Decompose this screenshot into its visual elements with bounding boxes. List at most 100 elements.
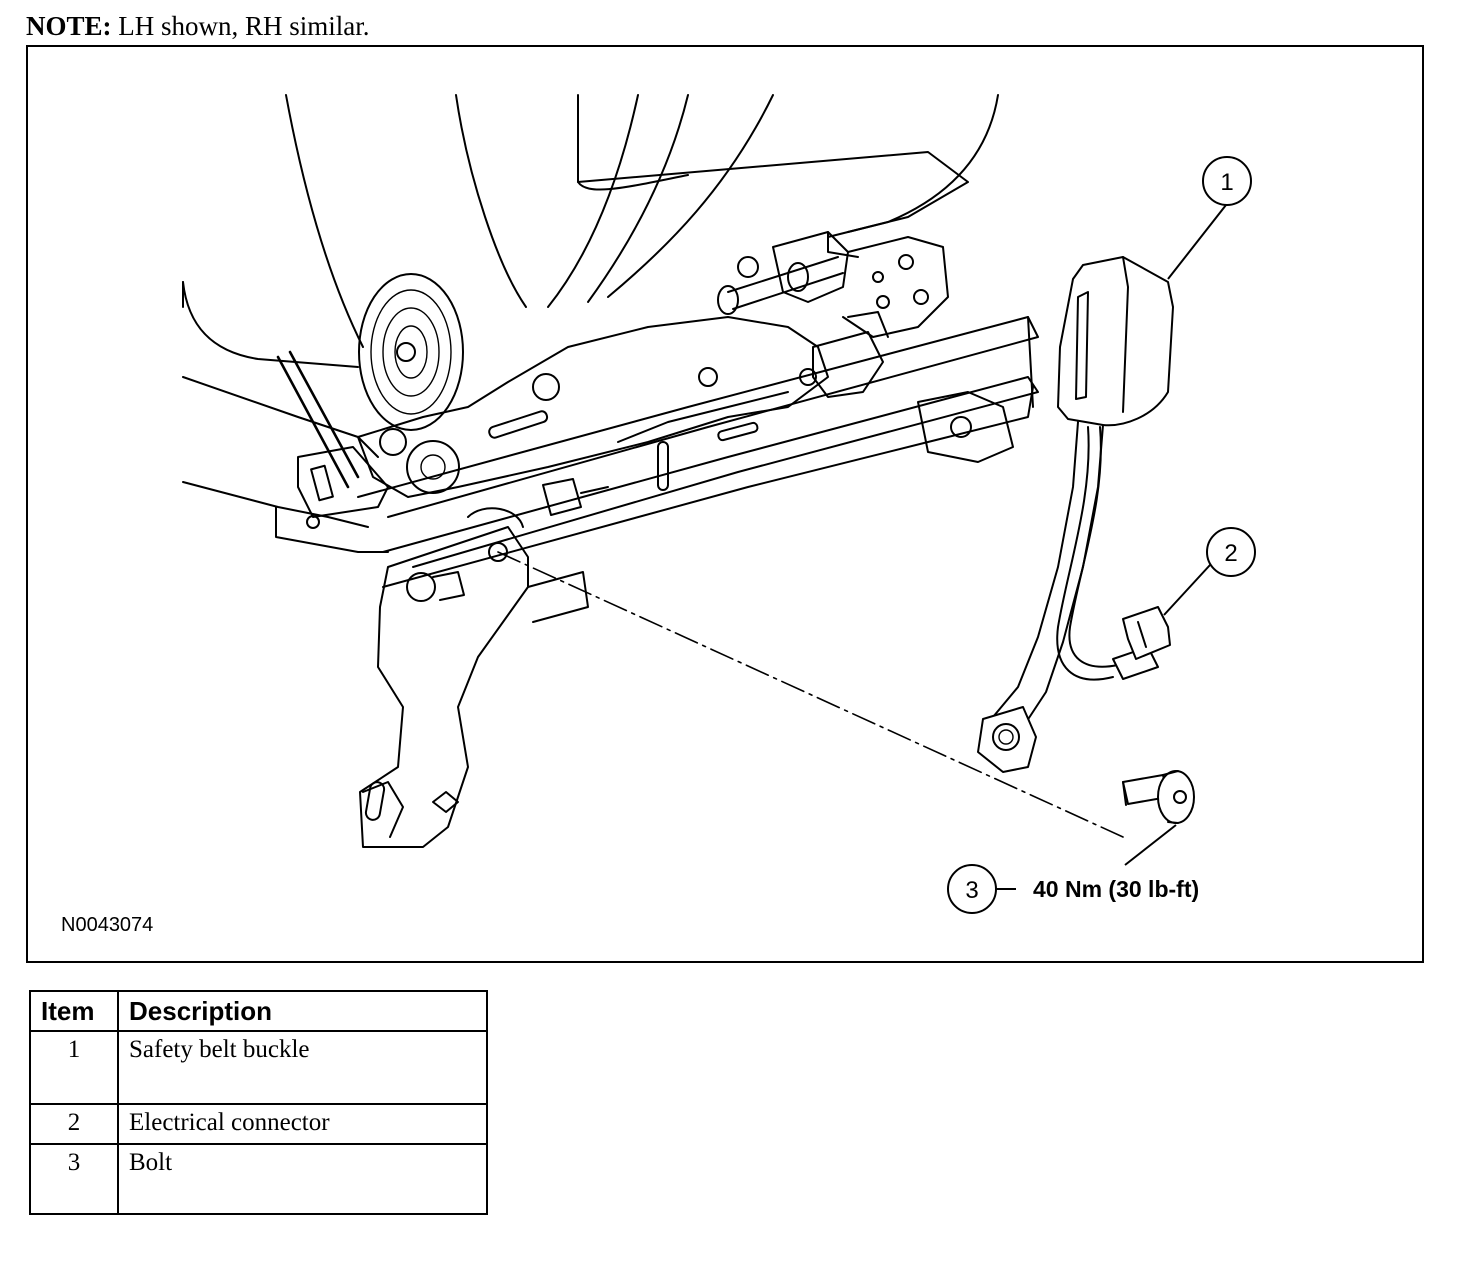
bracket-hole-d (872, 271, 884, 283)
plate-hub-large (406, 440, 460, 494)
seat-back-line-b (587, 94, 689, 303)
callout-1-leader (1167, 204, 1227, 280)
item-number: 3 (29, 1143, 119, 1215)
seat-track-outer (382, 386, 1034, 588)
left-frame-lower (182, 481, 369, 528)
plate-hub-inner (420, 454, 446, 480)
bolt-head-side (1162, 770, 1179, 824)
recliner-pivot (396, 342, 416, 362)
recliner-spring-outer (358, 273, 464, 431)
seat-belt-buckle-diagram: 1 2 3 40 Nm (30 lb-ft) N0043074 (61, 94, 1256, 936)
recliner-plate (357, 316, 829, 498)
plate-hole-b (698, 367, 718, 387)
anchor-hole (992, 723, 1020, 751)
plate-hole-c (737, 256, 759, 278)
seat-back-upper (577, 151, 969, 233)
torque-spec: 40 Nm (30 lb-ft) (1033, 876, 1199, 902)
table-row: 1 Safety belt buckle (29, 1030, 488, 1105)
note-text: LH shown, RH similar. (111, 11, 370, 41)
track-emboss (617, 391, 789, 443)
figure-frame: 1 2 3 40 Nm (30 lb-ft) N0043074 (26, 45, 1424, 963)
item-number: 1 (29, 1030, 119, 1105)
item-description: Bolt (117, 1143, 488, 1215)
item-number: 2 (29, 1103, 119, 1145)
left-bracket-slot (310, 464, 334, 502)
buckle-stalk-back (1022, 424, 1104, 728)
lever-rod-a (276, 355, 350, 489)
seat-back-line-a (547, 94, 639, 308)
bracket-hole-b (913, 289, 929, 305)
note: NOTE: LH shown, RH similar. (26, 8, 370, 44)
seat-track-bracket-right (917, 391, 1014, 463)
recliner-spring-core (394, 325, 428, 379)
header-description: Description (117, 990, 488, 1032)
connector-housing (1122, 606, 1171, 660)
track-slot-short (717, 421, 759, 442)
seat-cushion-curve (182, 281, 359, 368)
callout-2-number: 2 (1224, 540, 1237, 567)
seat-cushion-edge (455, 94, 527, 308)
lever-rod-b (288, 350, 360, 479)
seat-back-line-d (827, 94, 999, 238)
front-stud (542, 478, 582, 516)
lower-bracket-flange (362, 781, 404, 838)
buckle-anchor-plate (977, 706, 1037, 773)
lower-bolt-stud (432, 571, 465, 601)
bracket-hole-c (876, 295, 890, 309)
clip-housing (812, 331, 884, 398)
header-item: Item (29, 990, 119, 1032)
table-header-row: Item Description (29, 990, 488, 1032)
bolt-tip (1122, 781, 1127, 806)
seat-track-hole-right (950, 416, 972, 438)
alignment-line (497, 551, 1124, 838)
recliner-spring-inner (382, 307, 440, 397)
lower-bracket-slot (364, 781, 386, 821)
mechanism-block (772, 231, 849, 303)
lower-bolt-head (406, 572, 436, 602)
buckle-mount-hole (488, 542, 508, 562)
buckle-release-slot (1075, 291, 1089, 400)
adjuster-tube-top (727, 256, 839, 293)
recliner-spring-mid (370, 289, 452, 415)
callout-3: 3 40 Nm (30 lb-ft) (947, 824, 1199, 914)
harness-wire-a (1056, 426, 1114, 681)
anchor-hole-inner (998, 729, 1014, 745)
lower-bracket (359, 526, 529, 848)
left-frame-bolt (306, 515, 320, 529)
callout-3-leader (1124, 824, 1177, 866)
lower-bracket-diamond (432, 791, 459, 813)
clip-hole (799, 368, 817, 386)
callout-3-number: 3 (965, 877, 978, 904)
front-stud-shaft (580, 486, 609, 494)
item-description-table: Item Description 1 Safety belt buckle 2 … (29, 990, 488, 1215)
bracket-hole-a (898, 254, 914, 270)
seat-back-outline (285, 94, 364, 348)
plate-hub-small (379, 428, 407, 456)
plate-hole-a (532, 373, 560, 401)
lower-track-edge (527, 571, 589, 623)
note-label: NOTE: (26, 11, 112, 41)
figure-id: N0043074 (61, 914, 153, 936)
seat-track-upper-rail (357, 316, 1039, 518)
callout-1: 1 (1167, 156, 1252, 280)
track-slot-vertical (657, 441, 669, 491)
table-row: 3 Bolt (29, 1143, 488, 1215)
seat-back-panel (577, 94, 689, 191)
left-bracket (297, 446, 389, 518)
seat-track-end (1027, 316, 1034, 408)
callout-2-leader (1163, 564, 1211, 616)
mechanism-bracket (842, 236, 949, 338)
adjuster-tube-end-left (717, 285, 739, 315)
table-row: 2 Electrical connector (29, 1103, 488, 1145)
seat-back-line-c (607, 94, 774, 298)
callout-1-number: 1 (1220, 169, 1233, 196)
callout-2: 2 (1163, 527, 1256, 616)
buckle-body (1057, 256, 1174, 427)
buckle-mount-boss (467, 507, 524, 528)
bolt-head-socket (1173, 790, 1187, 804)
item-description: Safety belt buckle (117, 1030, 488, 1105)
harness-wire-b (1068, 426, 1119, 668)
callout-2-circle (1206, 527, 1256, 577)
buckle-stalk-front (992, 421, 1079, 718)
left-frame-upper (182, 376, 379, 458)
